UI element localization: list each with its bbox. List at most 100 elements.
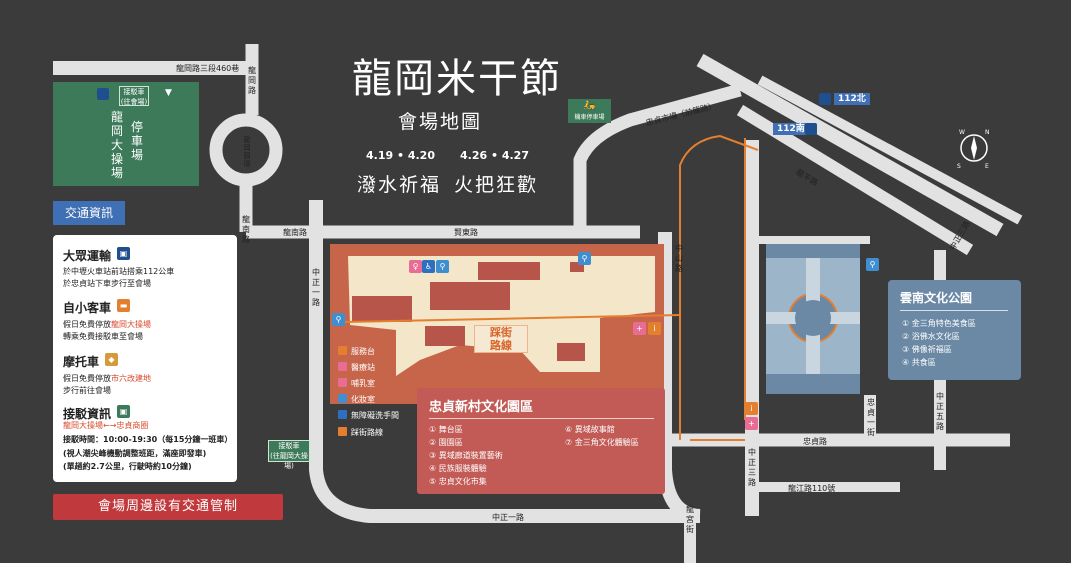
village-panel: 忠貞新村文化園區 ① 舞台區 ② 園園區 ③ 異域廊道裝置藝術 ④ 民族服裝體驗… [417, 388, 665, 494]
road-label-longgang-460: 龍岡路三段460巷 [176, 64, 240, 73]
road-label-zhongzheng3: 中正三路 [748, 448, 756, 487]
compass-icon: W N S E [957, 129, 990, 170]
bus-icon: ▣ [117, 247, 130, 260]
medical-cross-icon [338, 362, 347, 371]
bus-icon [97, 88, 109, 100]
event-2-name: 火把狂歡 [454, 174, 539, 196]
info-icon[interactable]: i [648, 322, 661, 335]
park-item: ④ 共食區 [902, 358, 936, 367]
public-transport-title: 大眾運輸 [63, 249, 112, 263]
parking-lot-longgang[interactable]: 接駁車(往會場) ▼ 龍岡大操場 停車場 [53, 82, 199, 186]
village-item: ① 舞台區 [429, 425, 463, 434]
legend-route: 踩街路線 [338, 427, 383, 438]
page-title: 龍岡米干節 [352, 56, 562, 102]
car-title: 自小客車 [63, 301, 112, 315]
svg-text:S: S [957, 163, 961, 170]
moto-parking-lot[interactable]: 🛵 機車停車場 [568, 99, 611, 123]
info-icon[interactable]: i [745, 402, 758, 415]
moto-title: 摩托車 [63, 355, 100, 369]
park-item: ① 金三角特色美食區 [902, 319, 976, 328]
toilet-icon[interactable]: ⚲ [436, 260, 449, 273]
scooter-icon: ◆ [105, 353, 118, 366]
village-title: 忠貞新村文化園區 [429, 400, 534, 415]
village-item: ④ 民族服裝體驗 [429, 464, 487, 473]
road-label-zhongzheng5: 中正五路 [936, 392, 944, 431]
route-swatch-icon [338, 427, 347, 436]
nursing-icon [338, 378, 347, 387]
toilet-icon [338, 394, 347, 403]
car-line-2: 轉乘免費接駁車至會場 [63, 332, 143, 341]
svg-text:W: W [959, 129, 965, 136]
moto-line-2: 步行前往會場 [63, 386, 111, 395]
scooter-icon: 🛵 [583, 100, 596, 111]
road-label-zhongzheng1-top: 中正一路 [312, 268, 320, 307]
svg-text:N: N [985, 129, 990, 136]
shuttle-line-1: 龍岡大操場←→忠貞商圈 [63, 421, 149, 430]
bus-stop-north-icon[interactable] [819, 93, 831, 105]
car-line-1: 假日免費停放龍岡大操場 [63, 320, 151, 329]
road-zhongshan [658, 232, 701, 523]
park-title: 雲南文化公園 [900, 291, 973, 305]
park-panel: 雲南文化公園 ① 金三角特色美食區 ② 浴佛水文化區 ③ 佛像祈福區 ④ 共食區 [888, 280, 1021, 380]
traffic-info-header: 交通資訊 [53, 201, 125, 225]
park-block [766, 244, 860, 394]
shuttle-bus-icon: ▣ [117, 405, 130, 418]
public-line-1: 於中壢火車站前站搭乘112公車 [63, 267, 175, 276]
toilet-icon[interactable]: ⚲ [866, 258, 879, 271]
page-subtitle: 會場地圖 [398, 111, 483, 133]
toilet-icon[interactable]: ⚲ [332, 313, 345, 326]
info-icon [338, 346, 347, 355]
park-item: ② 浴佛水文化區 [902, 332, 960, 341]
legend-medical: 醫療站 [338, 362, 375, 373]
car-icon: ▬ [117, 299, 130, 312]
lot-tag: 停車場 [131, 120, 144, 162]
road-label-zhongzhen1-st: 忠貞一街 [867, 398, 875, 437]
village-item: ③ 異域廊道裝置藝術 [429, 451, 503, 460]
shuttle-tag-lot: 接駁車(往會場) [119, 86, 149, 106]
road-label-zhongzheng1-bottom: 中正一路 [492, 513, 524, 522]
park-item: ③ 佛像祈福區 [902, 345, 952, 354]
event-1-date: 4.19 • 4.20 [366, 149, 435, 162]
road-diag-2 [757, 75, 1023, 225]
event-1-name: 潑水祈福 [357, 174, 442, 196]
medical-cross-icon[interactable]: + [745, 417, 758, 430]
shuttle-line-3: (視人潮尖峰機動調整班距，滿座即發車) [63, 449, 207, 458]
road-label-longnan-h: 龍南路 [283, 228, 307, 237]
village-item: ⑤ 忠貞文化市集 [429, 477, 487, 486]
wheelchair-icon [338, 410, 347, 419]
road-label-zhongshan: 中山路 [675, 244, 683, 273]
road-zhongzhen-market [573, 83, 742, 232]
village-item: ⑥ 異域故事館 [565, 425, 615, 434]
traffic-info-panel: 大眾運輸 ▣ 於中壢火車站前站搭乘112公車 於忠貞站下車步行至會場 自小客車 … [53, 235, 237, 482]
legend-accessible: 無障礙洗手間 [338, 410, 399, 421]
svg-text:E: E [985, 163, 989, 170]
nursing-icon[interactable]: ♀ [409, 260, 422, 273]
lot-name: 龍岡大操場 [111, 110, 124, 180]
road-label-longgang: 龍岡路 [248, 66, 256, 95]
medical-cross-icon[interactable]: + [633, 322, 646, 335]
roundabout-label: 龍岡圓環 [243, 136, 251, 168]
bus-stop-south-icon[interactable] [805, 123, 817, 135]
legend-nursing: 哺乳室 [338, 378, 375, 389]
shuttle-title: 接駁資訊 [63, 407, 112, 421]
wheelchair-icon[interactable]: ♿ [422, 260, 435, 273]
village-item: ② 園園區 [429, 438, 463, 447]
chevron-down-icon: ▼ [165, 88, 172, 98]
road-diag-1 [696, 53, 1004, 237]
street-route-label: 踩街路線 [474, 325, 528, 353]
bus-stop-south-label: 112南 [773, 123, 809, 135]
toilet-icon[interactable]: ⚲ [578, 252, 591, 265]
bus-stop-north-label: 112北 [834, 93, 870, 105]
legend-toilet: 化妝室 [338, 394, 375, 405]
public-line-2: 於忠貞站下車步行至會場 [63, 279, 151, 288]
shuttle-line-4: (單趟約2.7公里，行駛時約10分鐘) [63, 462, 192, 471]
village-item: ⑦ 金三角文化體驗區 [565, 438, 639, 447]
moto-line-1: 假日免費停放市六改建地 [63, 374, 151, 383]
event-2-date: 4.26 • 4.27 [460, 149, 529, 162]
street-route [344, 134, 759, 441]
road-label-longgong: 龍宮街 [686, 505, 694, 534]
shuttle-stop-village[interactable]: 接駁車(往龍岡大操場) [268, 440, 310, 470]
traffic-control-warning: 會場周邊設有交通管制 [53, 494, 283, 520]
